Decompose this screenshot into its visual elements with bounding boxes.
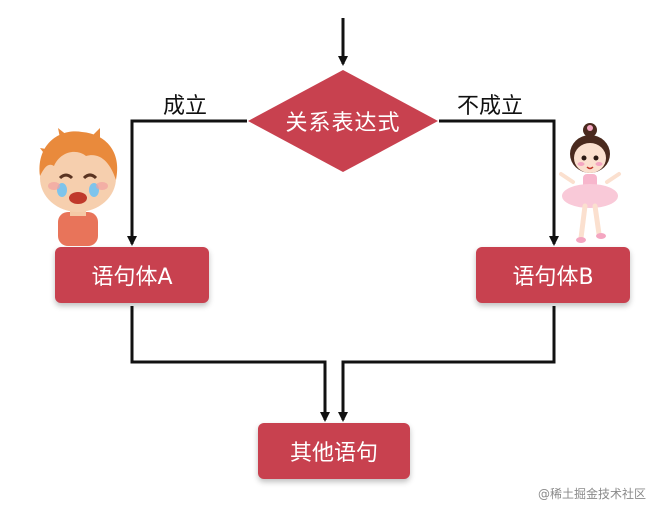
statement-a-box: 语句体A <box>55 247 209 303</box>
true-branch-label: 成立 <box>163 94 208 119</box>
false-branch-label: 不成立 <box>457 94 524 119</box>
ballerina-girl-icon <box>559 123 621 243</box>
watermark: @稀土掘金技术社区 <box>537 487 646 501</box>
true-branch-arrow <box>127 119 247 246</box>
a-merge-arrow <box>130 306 330 422</box>
statement-b-box: 语句体B <box>476 247 630 303</box>
condition-label: 关系表达式 <box>285 111 401 136</box>
condition-diamond <box>248 70 438 172</box>
other-statement-box: 其他语句 <box>258 423 410 479</box>
false-branch-arrow <box>439 119 559 246</box>
b-merge-arrow <box>338 306 556 422</box>
crying-boy-icon <box>39 128 118 246</box>
